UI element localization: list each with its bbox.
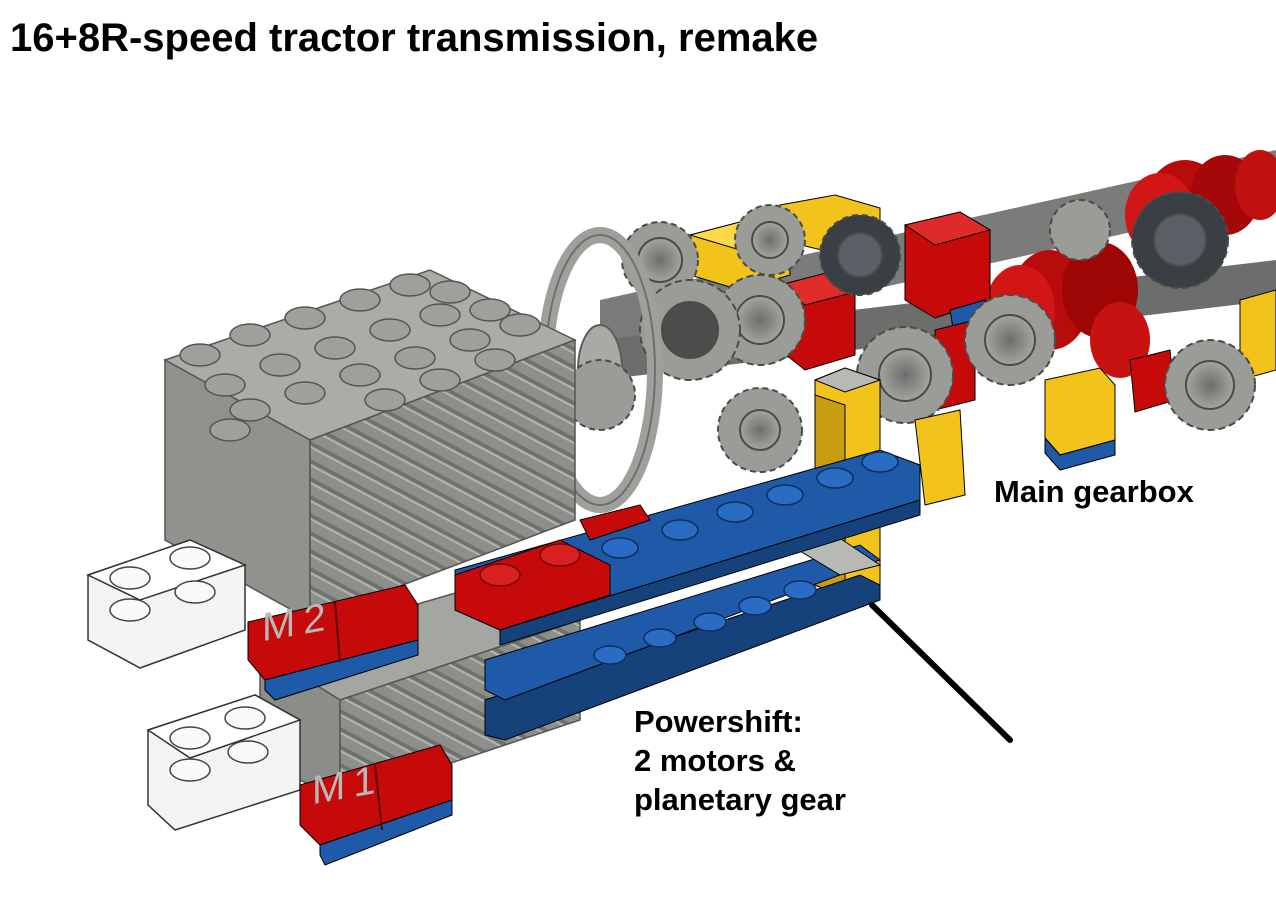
powershift-label-line-3: planetary gear — [634, 782, 846, 817]
connector-brick-m1 — [146, 694, 302, 831]
main-gearbox-assembly — [600, 150, 1276, 599]
motor-tag-brick-m1 — [299, 744, 453, 866]
motor-tag-brick-m2 — [247, 584, 419, 701]
connector-brick-m2 — [86, 539, 248, 669]
flywheel — [537, 227, 663, 513]
motor-m2-body — [163, 269, 577, 622]
powershift-label: Powershift: 2 motors & planetary gear — [634, 702, 846, 819]
gearbox-bricks — [688, 194, 1276, 471]
powershift-leader-line — [869, 602, 1013, 743]
powershift-label-line-2: 2 motors & — [634, 743, 796, 778]
powershift-label-line-1: Powershift: — [634, 704, 803, 739]
powershift-frame — [454, 449, 921, 741]
main-gearbox-label: Main gearbox — [994, 474, 1194, 509]
gearbox-gears — [621, 191, 1256, 473]
page-title: 16+8R-speed tractor transmission, remake — [10, 16, 819, 60]
